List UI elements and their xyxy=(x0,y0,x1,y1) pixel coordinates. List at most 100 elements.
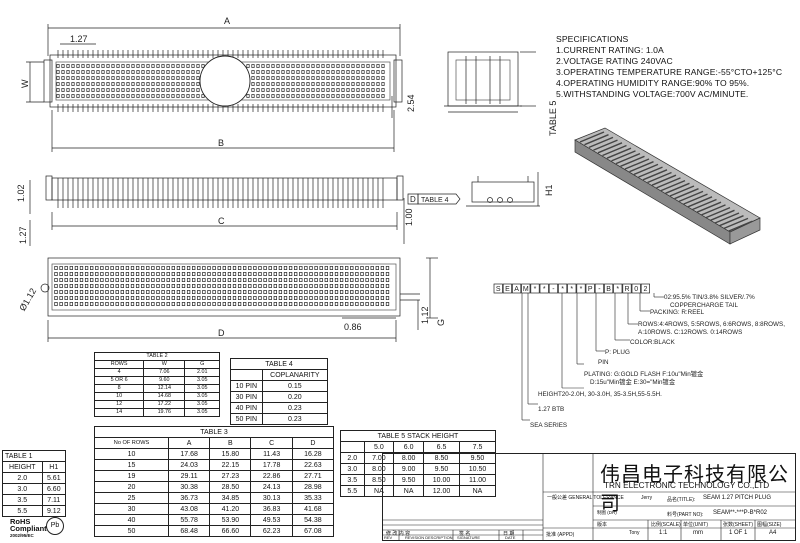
top-pin-contact xyxy=(71,82,75,86)
bottom-pin-contact xyxy=(263,284,267,288)
top-pin-contact xyxy=(316,94,320,98)
bottom-pin-contact xyxy=(355,266,359,270)
bottom-pin-contact xyxy=(54,272,58,276)
part-number-char: * xyxy=(543,286,546,293)
bottom-pin-contact xyxy=(54,296,58,300)
top-pin-contact xyxy=(136,70,140,74)
top-pin-contact xyxy=(256,64,260,68)
bottom-pin-contact xyxy=(314,290,318,294)
table3-cell: 24.13 xyxy=(250,481,293,493)
rev-modify-label: 修 改 内 容 xyxy=(386,531,411,537)
bottom-pin-contact xyxy=(217,296,221,300)
bottom-pin-contact xyxy=(299,290,303,294)
top-pin-contact xyxy=(166,94,170,98)
top-pin-contact xyxy=(86,64,90,68)
top-pin-contact xyxy=(151,94,155,98)
top-pin-contact xyxy=(286,76,290,80)
top-pin-contact xyxy=(201,64,205,68)
bottom-pin-contact xyxy=(232,278,237,282)
bottom-pin-contact xyxy=(64,284,68,288)
top-pin-contact xyxy=(86,82,90,86)
top-pin-contact xyxy=(301,76,305,80)
bottom-pin-contact xyxy=(232,290,237,294)
top-pin-contact xyxy=(331,76,335,80)
table5-cell: 3.0 xyxy=(340,463,365,475)
table4-header: COPLANARITY xyxy=(261,369,329,381)
top-pin-contact xyxy=(366,88,370,92)
bottom-pin-contact xyxy=(105,302,109,306)
part-number-box xyxy=(631,283,641,294)
top-pin-contact xyxy=(171,70,175,74)
top-pin-contact xyxy=(361,64,365,68)
top-pin-contact xyxy=(341,64,345,68)
top-pin-contact xyxy=(336,82,340,86)
iso-pin-row xyxy=(669,185,695,197)
top-pin-contact xyxy=(96,64,100,68)
side-view xyxy=(29,175,461,246)
bottom-pin-contact xyxy=(125,302,130,306)
bottom-pin-contact xyxy=(202,272,206,276)
bottom-pin-contact xyxy=(334,272,339,276)
bottom-pin-contact xyxy=(217,302,221,306)
bottom-pin-contact xyxy=(360,272,364,276)
bottom-pin-contact xyxy=(54,302,58,306)
part-number-char: 0 xyxy=(634,286,638,293)
table2-cell: 19.76 xyxy=(143,408,186,417)
top-pin-contact xyxy=(176,76,180,80)
bottom-pin-contact xyxy=(385,266,390,270)
bottom-pin-contact xyxy=(115,290,119,294)
bottom-pin-contact xyxy=(207,272,211,276)
top-pin-contact xyxy=(96,76,100,80)
top-pin-contact xyxy=(336,88,340,92)
top-pin-contact xyxy=(296,76,300,80)
part-number-char: P xyxy=(588,286,593,293)
table4-title: TABLE 4 xyxy=(230,358,328,370)
bottom-pin-contact xyxy=(380,290,385,294)
top-pin-contact xyxy=(346,64,350,68)
top-pin-contact xyxy=(131,94,135,98)
bottom-pin-contact xyxy=(253,272,257,276)
top-pin-contact xyxy=(281,88,285,92)
bottom-pin-contact xyxy=(181,296,186,300)
top-pin-contact xyxy=(191,64,195,68)
bottom-pin-contact xyxy=(79,290,84,294)
bottom-pin-contact xyxy=(217,278,221,282)
bottom-pin-contact xyxy=(380,272,385,276)
bottom-pin-contact xyxy=(141,284,145,288)
bottom-pin-contact xyxy=(278,278,283,282)
top-pin-contact xyxy=(261,88,265,92)
part-number-char: M xyxy=(523,286,529,293)
top-pin-contact xyxy=(191,82,195,86)
general-tolerance-label: 一般公差 GENERAL TOLERANCE xyxy=(547,495,624,501)
top-pin-contact xyxy=(101,70,105,74)
top-pin-contact xyxy=(91,94,95,98)
bottom-pin-contact xyxy=(294,278,298,282)
table2-cell: 9.60 xyxy=(143,376,186,385)
top-pin-contact xyxy=(281,70,285,74)
bottom-pin-contact xyxy=(314,284,318,288)
table3-cell: 28.50 xyxy=(209,481,252,493)
bottom-pin-contact xyxy=(375,290,379,294)
part-number-char: * xyxy=(580,286,583,293)
top-pin-contact xyxy=(311,76,315,80)
top-pin-contact xyxy=(326,76,330,80)
table2-cell: 7.06 xyxy=(143,368,186,377)
top-pin-contact xyxy=(181,76,185,80)
bottom-pin-contact xyxy=(100,284,104,288)
bottom-pin-contact xyxy=(54,278,58,282)
top-pin-contact xyxy=(326,88,330,92)
top-pin-contact xyxy=(256,94,260,98)
top-pin-contact xyxy=(271,76,275,80)
top-pin-contact xyxy=(76,76,80,80)
table2-cell: 14 xyxy=(93,408,145,417)
part-number-box xyxy=(604,283,614,294)
top-pin-contact xyxy=(181,64,185,68)
table3-cell: 55.78 xyxy=(168,514,211,526)
top-pin-contact xyxy=(281,76,285,80)
unit-label: 单位(UNIT) xyxy=(683,522,708,528)
bottom-pin-contact xyxy=(192,266,196,270)
bottom-pin-contact xyxy=(319,266,323,270)
top-pin-contact xyxy=(141,82,145,86)
